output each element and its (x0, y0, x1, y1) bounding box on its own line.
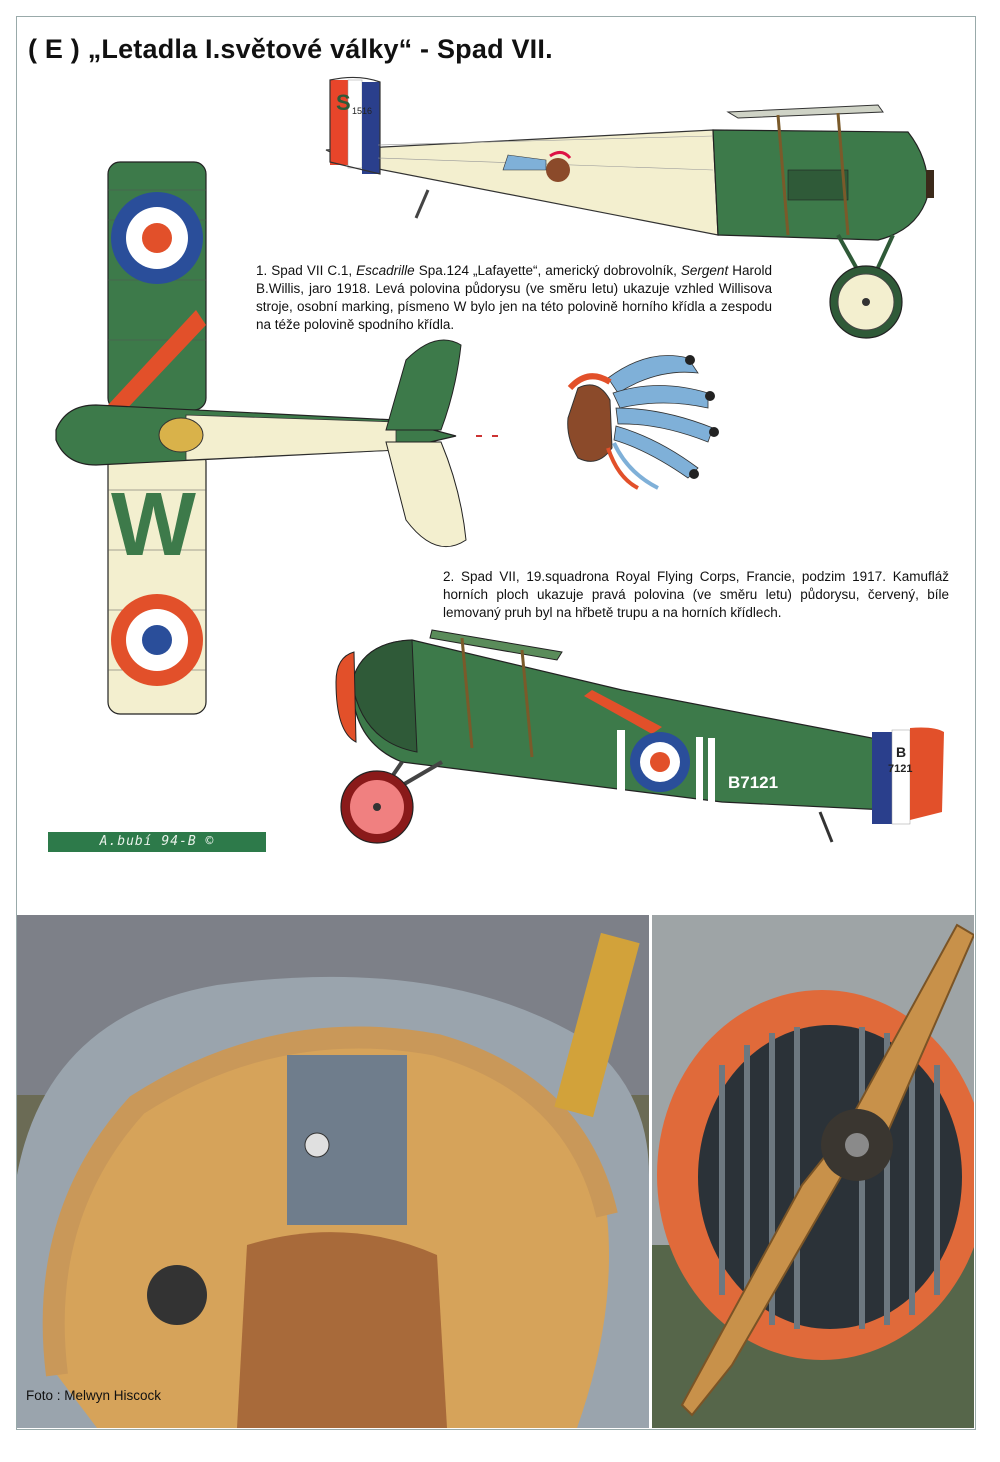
spad-vii-plan-view: W (55, 161, 506, 715)
tail-code-number: 1516 (352, 106, 372, 116)
wing-letter-w: W (111, 475, 196, 575)
caption-1-part-3: Harold B.Willis, jaro 1918. Levá polovin… (256, 263, 772, 332)
tail-number: 7121 (888, 763, 912, 775)
roundel-upper (111, 192, 203, 284)
indian-head-emblem-large (567, 355, 719, 490)
tail-code-letter: S (336, 90, 351, 115)
fuselage-roundel (630, 732, 690, 792)
caption-aircraft-1: 1. Spad VII C.1, Escadrille Spa.124 „Laf… (256, 262, 772, 334)
photo-credit: Foto : Melwyn Hiscock (26, 1388, 162, 1403)
photo-engine-propeller (652, 915, 974, 1428)
roundel-lower (111, 594, 203, 686)
tail-letter-b: B (896, 744, 906, 760)
page-border (16, 16, 976, 1430)
photo-cockpit (17, 915, 649, 1428)
indian-head-emblem-small (502, 151, 572, 182)
caption-1-part-2: Spa.124 „Lafayette“, americký dobrovolní… (414, 263, 681, 278)
spad-vii-rfc-side-view: B7121 B 7121 (335, 629, 944, 844)
caption-aircraft-2: 2. Spad VII, 19.squadrona Royal Flying C… (443, 569, 949, 620)
caption-1-italic-1: Escadrille (356, 263, 415, 278)
caption-1-part-1: 1. Spad VII C.1, (256, 263, 357, 278)
page-title: ( E ) „Letadla I.světové války“ - Spad V… (28, 34, 553, 64)
caption-1-italic-2: Sergent (680, 263, 729, 278)
artist-signature: A.bubí 94-B © (48, 832, 266, 852)
spad-vii-lafayette-side-view: S 1516 (325, 76, 934, 339)
serial-number: B7121 (728, 773, 778, 792)
